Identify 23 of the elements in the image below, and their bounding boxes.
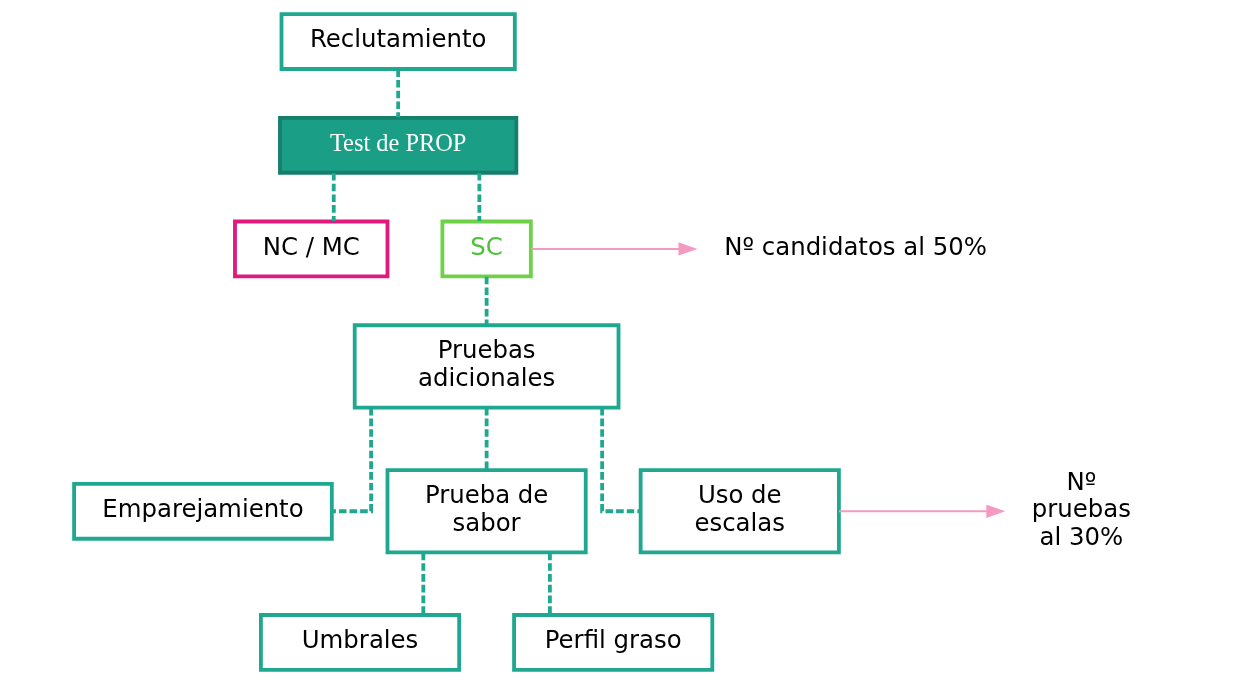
node-box: Uso de escalas	[638, 468, 841, 555]
node-text: Nº pruebas al 30%	[1031, 466, 1131, 551]
node-box: SC	[440, 219, 533, 279]
connector	[331, 173, 336, 222]
connector	[331, 407, 373, 514]
node-box: Test de PROP	[277, 115, 518, 175]
connector	[395, 69, 400, 118]
arrow	[529, 242, 697, 256]
connector	[547, 552, 552, 615]
connector	[476, 173, 481, 222]
node-box: Perfil graso	[511, 613, 714, 672]
arrow	[837, 504, 1005, 518]
connector	[599, 407, 640, 514]
connector	[420, 552, 425, 615]
connector	[484, 407, 488, 470]
node-text: Nº candidatos al 50%	[723, 231, 987, 261]
node-box: Umbrales	[258, 613, 461, 672]
node-box: Prueba de sabor	[385, 468, 588, 555]
node-box: NC / MC	[232, 219, 389, 279]
node-box: Reclutamiento	[279, 12, 517, 71]
node-box: Emparejamiento	[71, 481, 334, 541]
node-box: Pruebas adicionales	[352, 323, 620, 410]
connector	[484, 276, 488, 325]
